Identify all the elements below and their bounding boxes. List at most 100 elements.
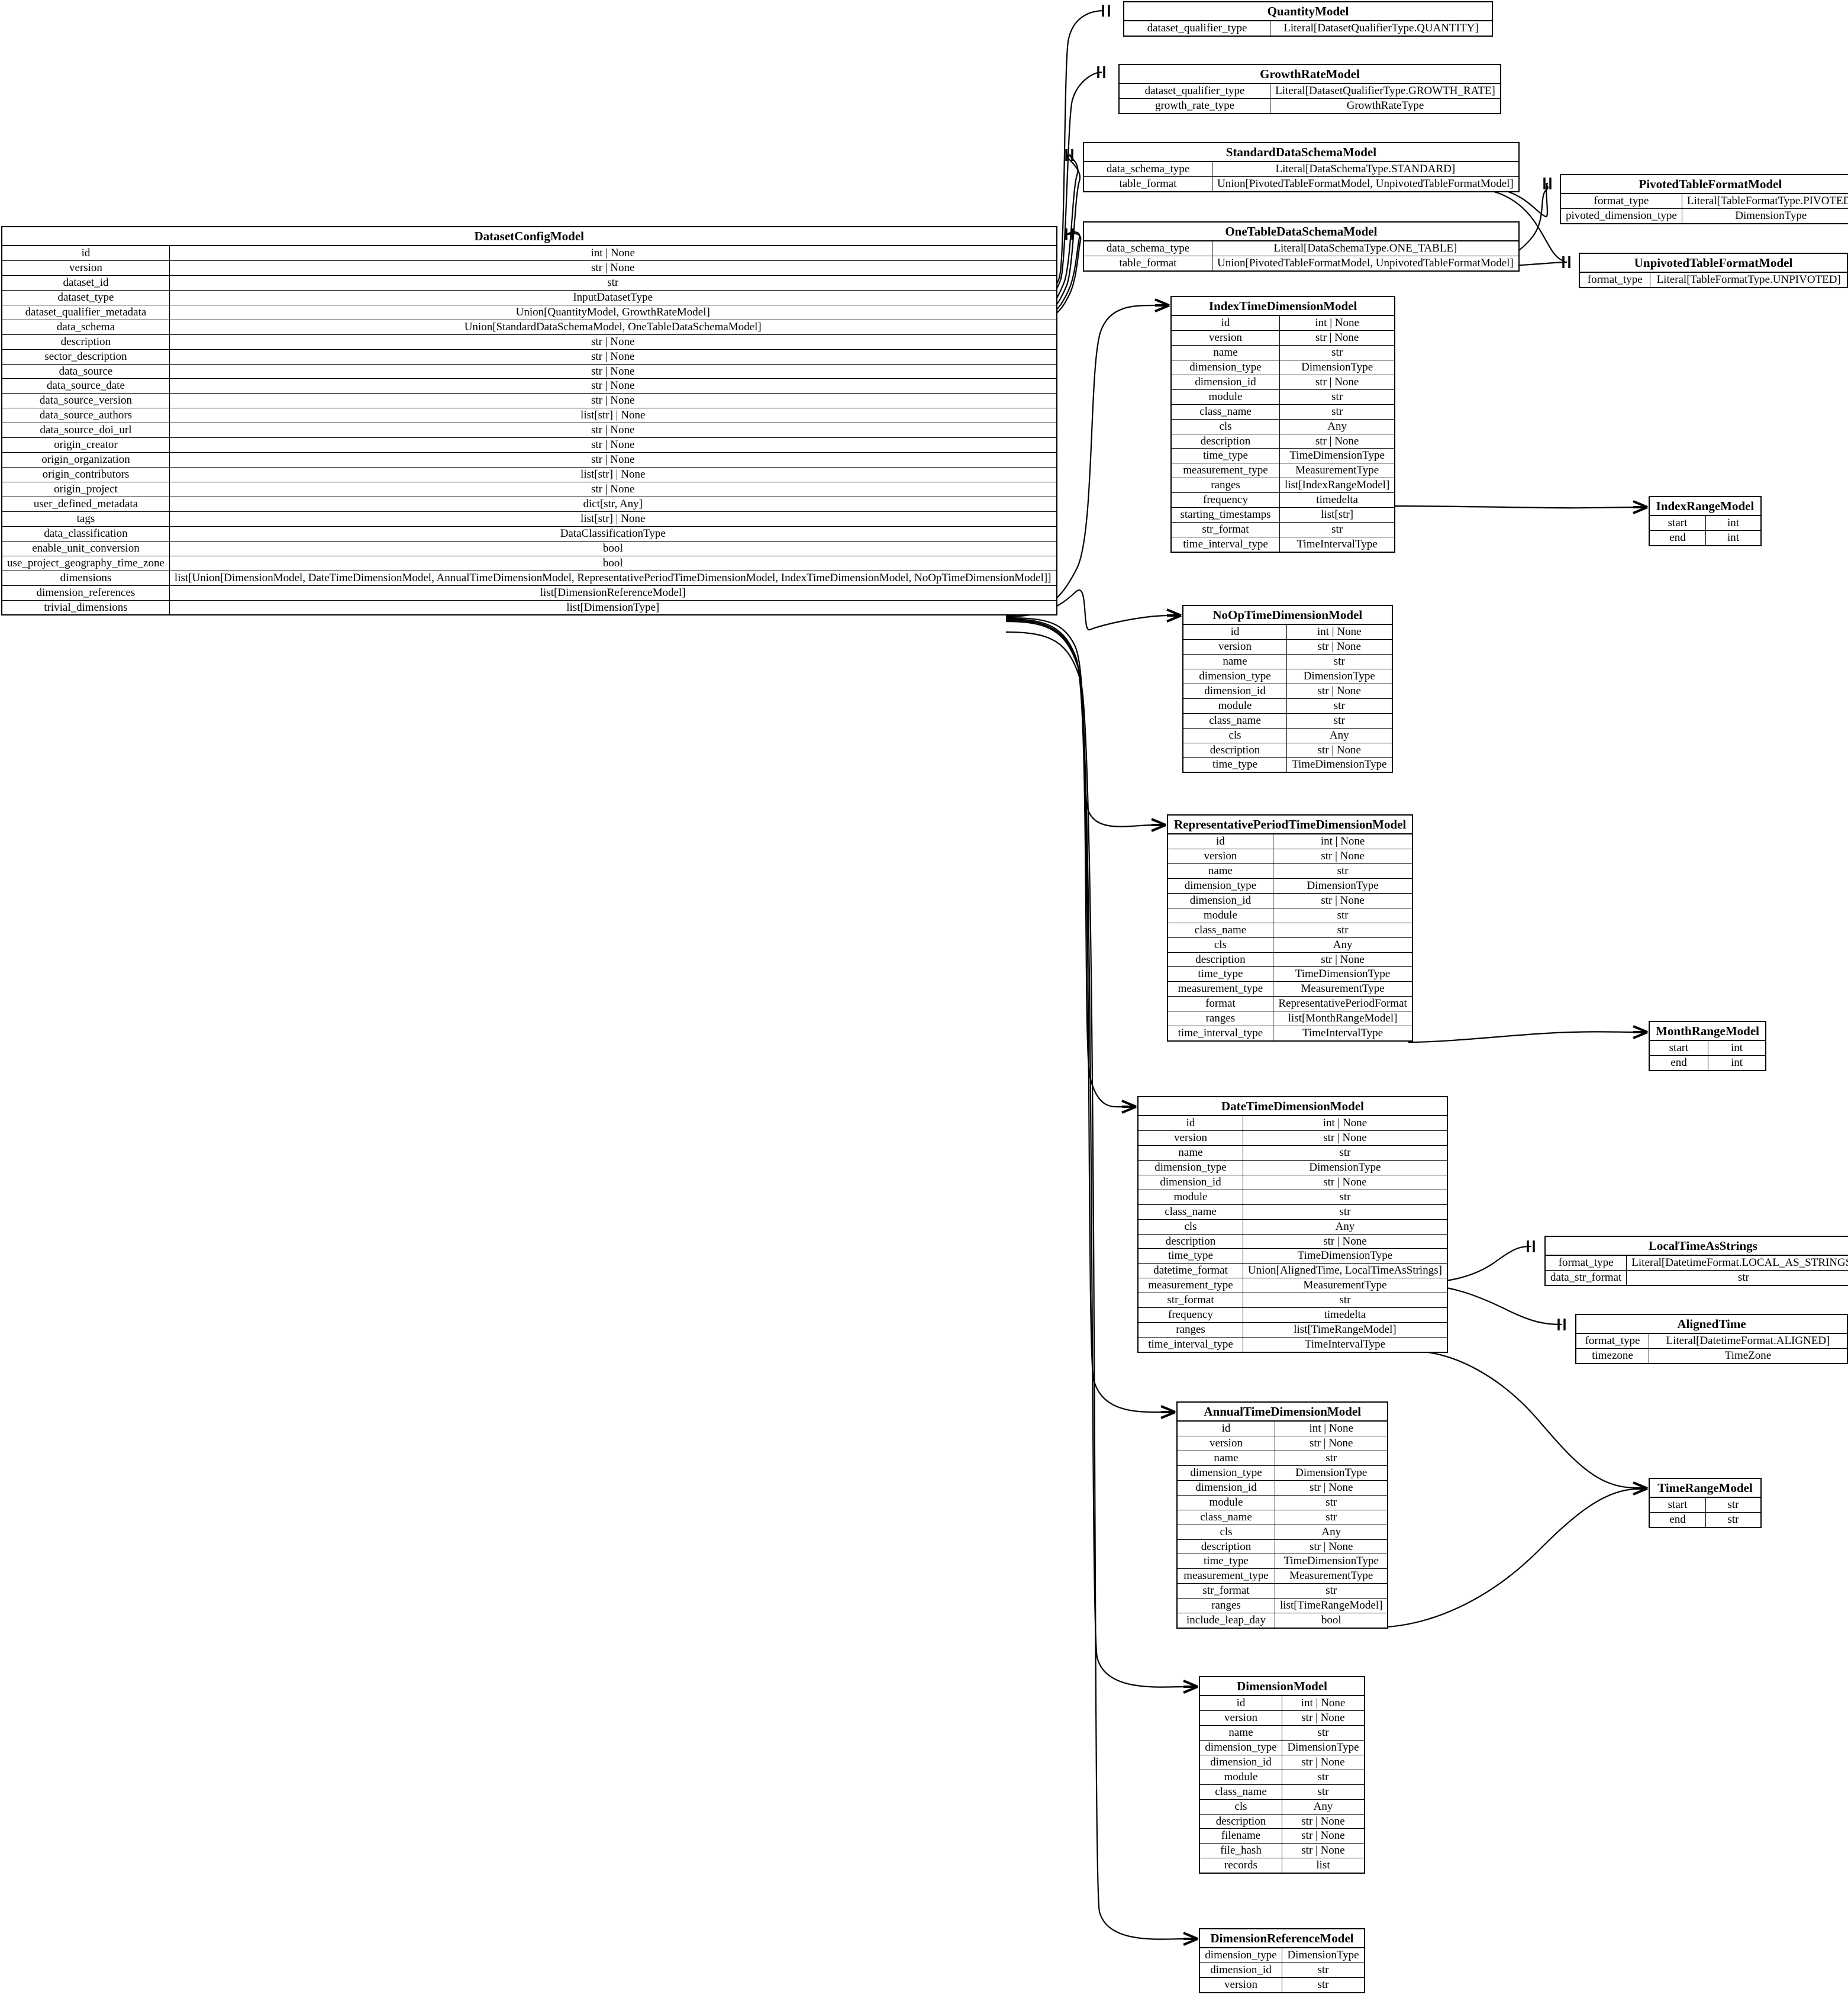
field-name: end [1649, 530, 1706, 546]
field-name: ranges [1168, 1011, 1273, 1027]
field-name: time_interval_type [1138, 1337, 1243, 1353]
field-type: TimeDimensionType [1279, 448, 1395, 464]
field-type: str | None [1282, 1828, 1365, 1844]
field-type: str | None [1286, 743, 1392, 758]
field-type: list[IndexRangeModel] [1279, 478, 1395, 494]
field-type: str [1275, 1495, 1388, 1510]
field-name: id [1177, 1421, 1275, 1436]
field-name: data_schema_type [1083, 162, 1212, 177]
field-type: TimeDimensionType [1292, 758, 1387, 771]
field-name: id [1171, 315, 1280, 331]
entity-title: RepresentativePeriodTimeDimensionModel [1168, 815, 1413, 835]
field-name: dimension_references [2, 585, 170, 601]
field-type: str | None [1243, 1130, 1447, 1146]
field-name: id [1199, 1696, 1282, 1711]
field-name: cls [1199, 1799, 1282, 1815]
field-type: DimensionType [1282, 1948, 1365, 1963]
field-name: trivial_dimensions [2, 600, 170, 615]
field-name: table_format [1083, 256, 1212, 271]
field-type: TimeIntervalType [1304, 1338, 1386, 1351]
field-type: str [1273, 923, 1413, 938]
field-type: list[DimensionReferenceModel] [169, 585, 1057, 601]
field-type: str | None [1279, 434, 1395, 449]
field-name: description [1138, 1234, 1243, 1249]
field-name: dimension_id [1168, 893, 1273, 908]
field-type: str | None [1286, 684, 1392, 699]
entity-title: OneTableDataSchemaModel [1083, 222, 1519, 242]
field-type: str [1727, 1513, 1739, 1526]
field-type: str | None [1282, 1814, 1365, 1829]
field-name: measurement_type [1177, 1568, 1275, 1584]
field-name: data_classification [2, 526, 170, 542]
field-type: str [1243, 1293, 1447, 1309]
field-type: list[str] | None [169, 467, 1057, 483]
field-type: Literal[DataSchemaType.ONE_TABLE] [1212, 241, 1519, 256]
field-name: id [2, 246, 170, 261]
field-type: GrowthRateType [1346, 99, 1424, 112]
field-type: Union[QuantityModel, GrowthRateModel] [169, 305, 1057, 320]
field-name: data_schema [2, 320, 170, 335]
field-name: dimensions [2, 571, 170, 586]
field-name: dimension_type [1168, 878, 1273, 894]
field-name: cls [1138, 1219, 1243, 1235]
field-name: filename [1199, 1828, 1282, 1844]
field-type: DimensionType [1275, 1465, 1388, 1481]
field-name: time_type [1177, 1554, 1275, 1570]
field-type: timedelta [1243, 1307, 1447, 1323]
field-type: Literal[DataSchemaType.STANDARD] [1212, 162, 1519, 177]
field-type: str | None [1279, 375, 1395, 390]
field-type: int | None [1243, 1116, 1447, 1131]
field-type: int | None [169, 246, 1057, 261]
field-type: Any [1243, 1219, 1447, 1235]
field-name: data_source_version [2, 393, 170, 409]
field-name: class_name [1177, 1510, 1275, 1525]
field-name: str_format [1138, 1293, 1243, 1309]
field-name: version [1168, 849, 1273, 864]
field-name: data_source_authors [2, 408, 170, 424]
field-type: str [1282, 1962, 1365, 1978]
field-type: Literal[DatetimeFormat.ALIGNED] [1649, 1333, 1847, 1349]
field-type: TimeZone [1724, 1349, 1772, 1362]
field-type: str [1286, 713, 1392, 729]
field-type: str | None [169, 260, 1057, 276]
field-name: timezone [1576, 1348, 1649, 1364]
entity-title: MonthRangeModel [1649, 1021, 1766, 1042]
field-name: time_interval_type [1168, 1026, 1273, 1042]
field-type: str [1286, 698, 1392, 714]
field-name: origin_creator [2, 437, 170, 453]
field-name: frequency [1138, 1307, 1243, 1323]
